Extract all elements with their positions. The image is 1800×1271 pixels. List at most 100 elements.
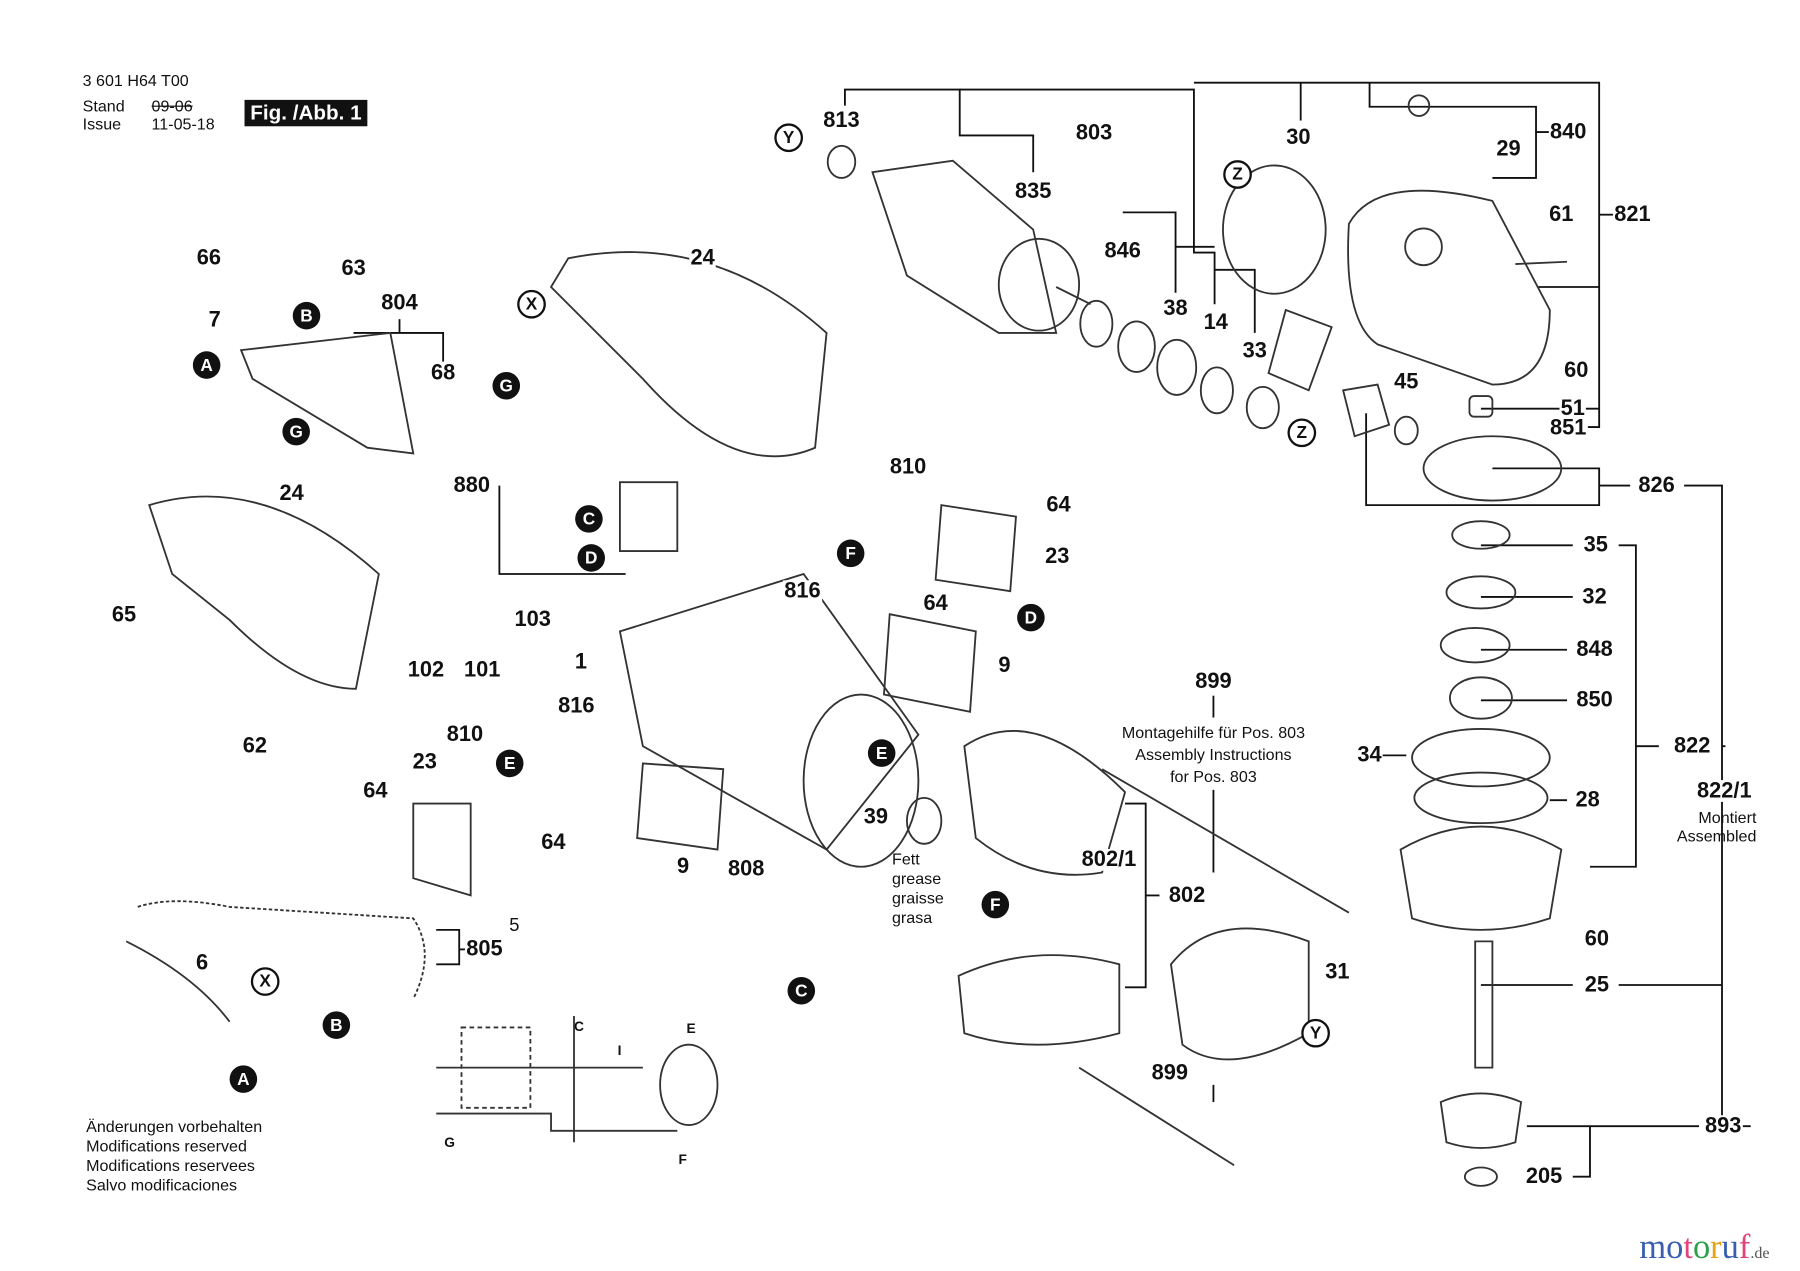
connector-marker: Z: [1287, 418, 1317, 448]
callout: 39: [862, 805, 890, 830]
connector-marker: B: [322, 1011, 351, 1039]
callout: 45: [1393, 370, 1420, 395]
note-line: Montiert: [1698, 808, 1757, 827]
notice-line: Modifications reservees: [86, 1156, 255, 1175]
note-line: Montagehilfe für Pos. 803: [1121, 723, 1306, 742]
callout: 23: [411, 750, 439, 775]
callout: 826: [1637, 473, 1676, 498]
assembled-note: Montiert Assembled: [1667, 808, 1757, 845]
callout: 62: [241, 734, 269, 759]
callout: 102: [406, 658, 446, 683]
callout: 813: [822, 108, 861, 133]
callout: 31: [1324, 960, 1351, 985]
notice-line: Modifications reserved: [86, 1136, 247, 1155]
stand-label: Stand: [82, 96, 125, 115]
callout: 23: [1044, 544, 1071, 569]
connector-marker: A: [229, 1065, 258, 1093]
figure-label: Fig. /Abb. 1: [244, 99, 368, 127]
watermark-letter: m: [1639, 1228, 1667, 1267]
watermark-logo: motoruf.de: [1639, 1228, 1769, 1267]
callout: 880: [452, 473, 492, 498]
callout: 64: [362, 778, 389, 804]
modifications-notice: Änderungen vorbehalten Modifications res…: [86, 1117, 262, 1195]
callout: 101: [462, 658, 502, 683]
notice-line: Änderungen vorbehalten: [86, 1117, 263, 1136]
connector-marker: B: [292, 301, 321, 330]
connector-marker: E: [495, 749, 524, 778]
callout: 7: [207, 308, 222, 333]
callout: 810: [888, 455, 928, 480]
connector-marker: X: [250, 967, 280, 996]
callout: 65: [110, 603, 138, 628]
callout: 30: [1285, 125, 1312, 150]
watermark-letter: o: [1692, 1228, 1711, 1267]
callout: 816: [783, 579, 822, 604]
leader-lines: [353, 81, 1751, 1178]
stand-issue-labels: Stand Issue: [83, 96, 125, 133]
connector-marker: C: [787, 976, 816, 1005]
callout: 66: [195, 246, 223, 271]
callout: 9: [997, 653, 1012, 678]
callout: 60: [1583, 927, 1611, 952]
callout: 24: [689, 246, 716, 271]
watermark-letter: r: [1710, 1228, 1722, 1267]
callout: 34: [1356, 743, 1383, 768]
callout: 38: [1162, 296, 1189, 321]
stand-issue-dates: 09-06 11-05-18: [152, 96, 215, 133]
connector-marker: G: [492, 371, 521, 400]
callout: 205: [1524, 1164, 1564, 1189]
connector-marker: D: [1017, 603, 1045, 632]
connector-marker: Y: [1301, 1018, 1330, 1048]
callout: 810: [445, 722, 485, 747]
issue-date: 11-05-18: [151, 114, 215, 134]
connector-marker: G: [282, 417, 310, 446]
watermark-letter: o: [1666, 1228, 1684, 1267]
callout: 851: [1548, 416, 1588, 441]
callout: 835: [1013, 179, 1053, 204]
schematic-label: I: [617, 1042, 622, 1059]
callout: 64: [540, 830, 567, 855]
connector-marker: Z: [1223, 160, 1252, 189]
stand-date: 09-06: [151, 96, 193, 115]
callout: 28: [1574, 788, 1601, 813]
watermark-letter: f: [1738, 1228, 1751, 1267]
callout: 850: [1575, 688, 1614, 713]
callout: 840: [1548, 119, 1588, 145]
schematic-label: E: [686, 1020, 696, 1037]
connector-marker: X: [517, 289, 546, 319]
callout: 32: [1581, 584, 1608, 610]
callout: 25: [1583, 972, 1611, 998]
callout: 51: [1559, 396, 1587, 421]
callout: 103: [513, 607, 553, 632]
callout: 816: [556, 693, 596, 719]
part-outlines: [125, 94, 1568, 1187]
callout: 805: [465, 937, 504, 962]
callout: 60: [1562, 358, 1590, 383]
callout: 846: [1103, 239, 1143, 264]
callout: 893: [1703, 1114, 1743, 1139]
callout: 5: [508, 916, 521, 936]
note-line: grasa: [891, 908, 933, 927]
part-number: 3 601 H64 T00: [82, 71, 189, 90]
callout: 35: [1582, 533, 1610, 558]
connector-marker: D: [577, 544, 605, 572]
note-line: Fett: [891, 849, 920, 868]
callout: 899: [1194, 669, 1233, 694]
callout: 821: [1613, 202, 1652, 227]
callout: 802: [1167, 883, 1207, 908]
callout: 802/1: [1080, 847, 1138, 872]
connector-marker: F: [981, 890, 1010, 919]
watermark-text: motoruf: [1639, 1228, 1750, 1267]
callout: 848: [1575, 637, 1614, 662]
notice-line: Salvo modificaciones: [86, 1175, 238, 1194]
connector-marker: C: [575, 505, 603, 533]
issue-label: Issue: [82, 114, 122, 134]
note-line: Assembled: [1676, 826, 1757, 845]
callout: 61: [1547, 202, 1575, 227]
callout: 24: [278, 481, 305, 506]
connector-marker: Y: [774, 123, 804, 153]
assembly-note: Montagehilfe für Pos. 803 Assembly Instr…: [1122, 723, 1305, 785]
connector-marker: A: [192, 351, 221, 379]
callout: 29: [1495, 137, 1522, 162]
